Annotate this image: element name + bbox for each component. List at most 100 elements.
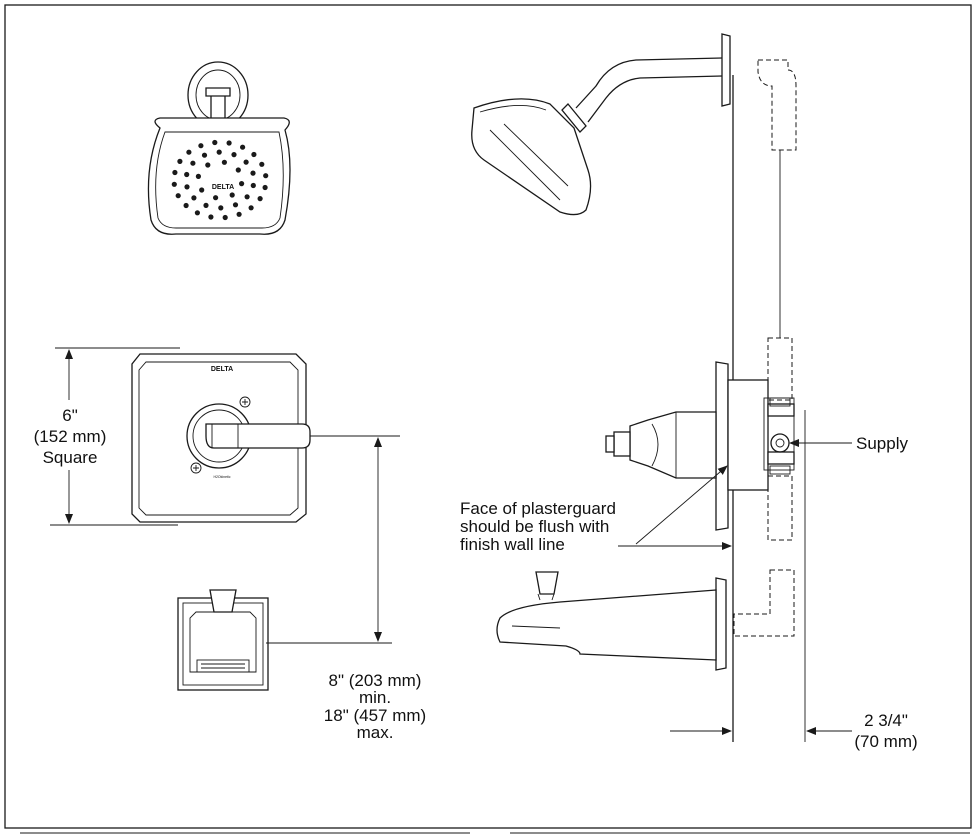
trim-handle-lever [205, 423, 311, 449]
plasterguard-note-line1: Face of plasterguard [460, 499, 616, 518]
wall-depth-line2: (70 mm) [854, 732, 917, 751]
spout-distance-dimension: 8" (203 mm) min. 18" (457 mm) max. [266, 435, 426, 742]
showerhead-nozzle [195, 173, 201, 179]
showerhead-nozzle [212, 139, 218, 146]
plasterguard-leader [635, 465, 728, 545]
valve-port-top [767, 403, 795, 417]
trim-temp-limit-cold-icon [190, 462, 202, 474]
valve-port-bottom [767, 451, 795, 465]
spout-diverter-side [535, 571, 559, 595]
showerhead-nozzle [171, 181, 177, 187]
shower-arm-flange-side [721, 33, 731, 107]
showerhead-nozzle [251, 151, 257, 158]
spout-face-outer [177, 597, 269, 691]
plasterguard-note-line2: should be flush with [460, 517, 609, 536]
shower-supply-elbow-hidden [757, 59, 797, 151]
supply-label: Supply [856, 434, 908, 453]
showerhead-nozzle [262, 184, 268, 191]
spout-supply-elbow-hidden [733, 569, 795, 637]
handle-side-tip [605, 435, 615, 453]
spout-outlet [196, 659, 250, 673]
spout-flange-side [715, 577, 727, 671]
showerhead-nozzle [235, 167, 241, 173]
showerhead-nozzle [190, 160, 196, 166]
spout-diverter-stem [537, 593, 555, 601]
valve-fitting-bottom [769, 465, 791, 475]
showerhead-nozzle [222, 214, 228, 221]
showerhead-body-side [471, 98, 592, 216]
showerhead-nozzle [184, 171, 190, 178]
showerhead-nozzle [243, 159, 249, 165]
trim-plate-bevel [138, 361, 299, 516]
showerhead-nozzle [191, 195, 197, 201]
showerhead-nozzle [213, 195, 219, 201]
showerhead-nozzle [229, 192, 235, 198]
showerhead-nozzle [218, 205, 224, 211]
valve-side-view [605, 337, 795, 541]
showerhead-nozzle [221, 159, 227, 165]
plasterguard-note-line3: finish wall line [460, 535, 565, 554]
tub-spout-front-view [177, 589, 269, 691]
showerhead-nozzle [201, 152, 208, 158]
plasterguard-body [727, 379, 769, 491]
showerhead-nozzle [239, 181, 245, 187]
spout-outlet-grille [201, 663, 245, 669]
showerhead-nozzle [232, 202, 239, 208]
showerhead-nozzles [171, 139, 269, 221]
showerhead-nozzle [199, 187, 205, 193]
showerhead-nozzle [236, 211, 242, 217]
trim-small-print: H2Okinetic [213, 475, 230, 479]
showerhead-nozzle [186, 149, 192, 155]
showerhead-nozzle [231, 152, 237, 158]
valve-upper-pipe-hidden [767, 337, 793, 401]
trim-size-line2: (152 mm) [34, 427, 107, 446]
handle-side-body [629, 411, 717, 479]
showerhead-nozzle [248, 205, 254, 211]
showerhead-logo: DELTA [212, 184, 234, 191]
spout-distance-line1: 8" (203 mm) [329, 671, 422, 690]
shower-arm-lower [587, 75, 723, 123]
plus-icon [242, 399, 248, 405]
tub-spout-side-view [496, 569, 795, 671]
showerhead-face-inner [155, 131, 284, 229]
showerhead-nozzle [205, 162, 211, 168]
spout-face-inner [189, 611, 257, 673]
showerhead-nozzle [208, 214, 214, 220]
showerhead-nozzle [257, 196, 263, 202]
showerhead-side-view [471, 33, 797, 338]
spout-distance-line3: 18" (457 mm) [324, 706, 426, 725]
valve-lower-pipe-hidden [767, 475, 793, 541]
trim-temp-limit-hot-icon [239, 396, 251, 408]
valve-supply-inlet-inner [775, 438, 785, 448]
trim-size-line3: Square [43, 448, 98, 467]
spout-outlet-side [511, 625, 561, 629]
trim-size-dimension: 6" (152 mm) Square [34, 347, 180, 526]
showerhead-nozzle [250, 182, 256, 189]
showerhead-nozzle [226, 140, 232, 146]
valve-fitting-top [769, 397, 791, 407]
showerhead-nozzle [244, 194, 250, 200]
valve-trim-front-view: DELTA H2Okinetic [131, 353, 311, 523]
diagram-frame [4, 4, 972, 829]
showerhead-face [147, 117, 291, 235]
showerhead-nozzle [240, 144, 246, 150]
showerhead-nozzle [216, 149, 222, 155]
showerhead-nozzle [250, 170, 256, 176]
trim-handle-hub [211, 423, 239, 449]
plus-icon [193, 465, 199, 471]
showerhead-nozzle [198, 143, 204, 149]
trim-logo: DELTA [211, 366, 233, 373]
wall-depth-dimension: 2 3/4" (70 mm) [670, 711, 918, 751]
showerhead-front-view: DELTA [147, 61, 291, 235]
showerhead-nozzle [203, 202, 209, 208]
showerhead-arm-collar [205, 87, 231, 97]
shower-arm-nut [561, 103, 587, 133]
trim-size-line1: 6" [62, 406, 78, 425]
showerhead-nozzle [184, 184, 190, 190]
spout-distance-line2: min. [359, 688, 391, 707]
trim-plate-side [715, 361, 729, 531]
valve-supply-inlet-icon [770, 433, 790, 453]
shower-arm-upper [575, 57, 723, 109]
